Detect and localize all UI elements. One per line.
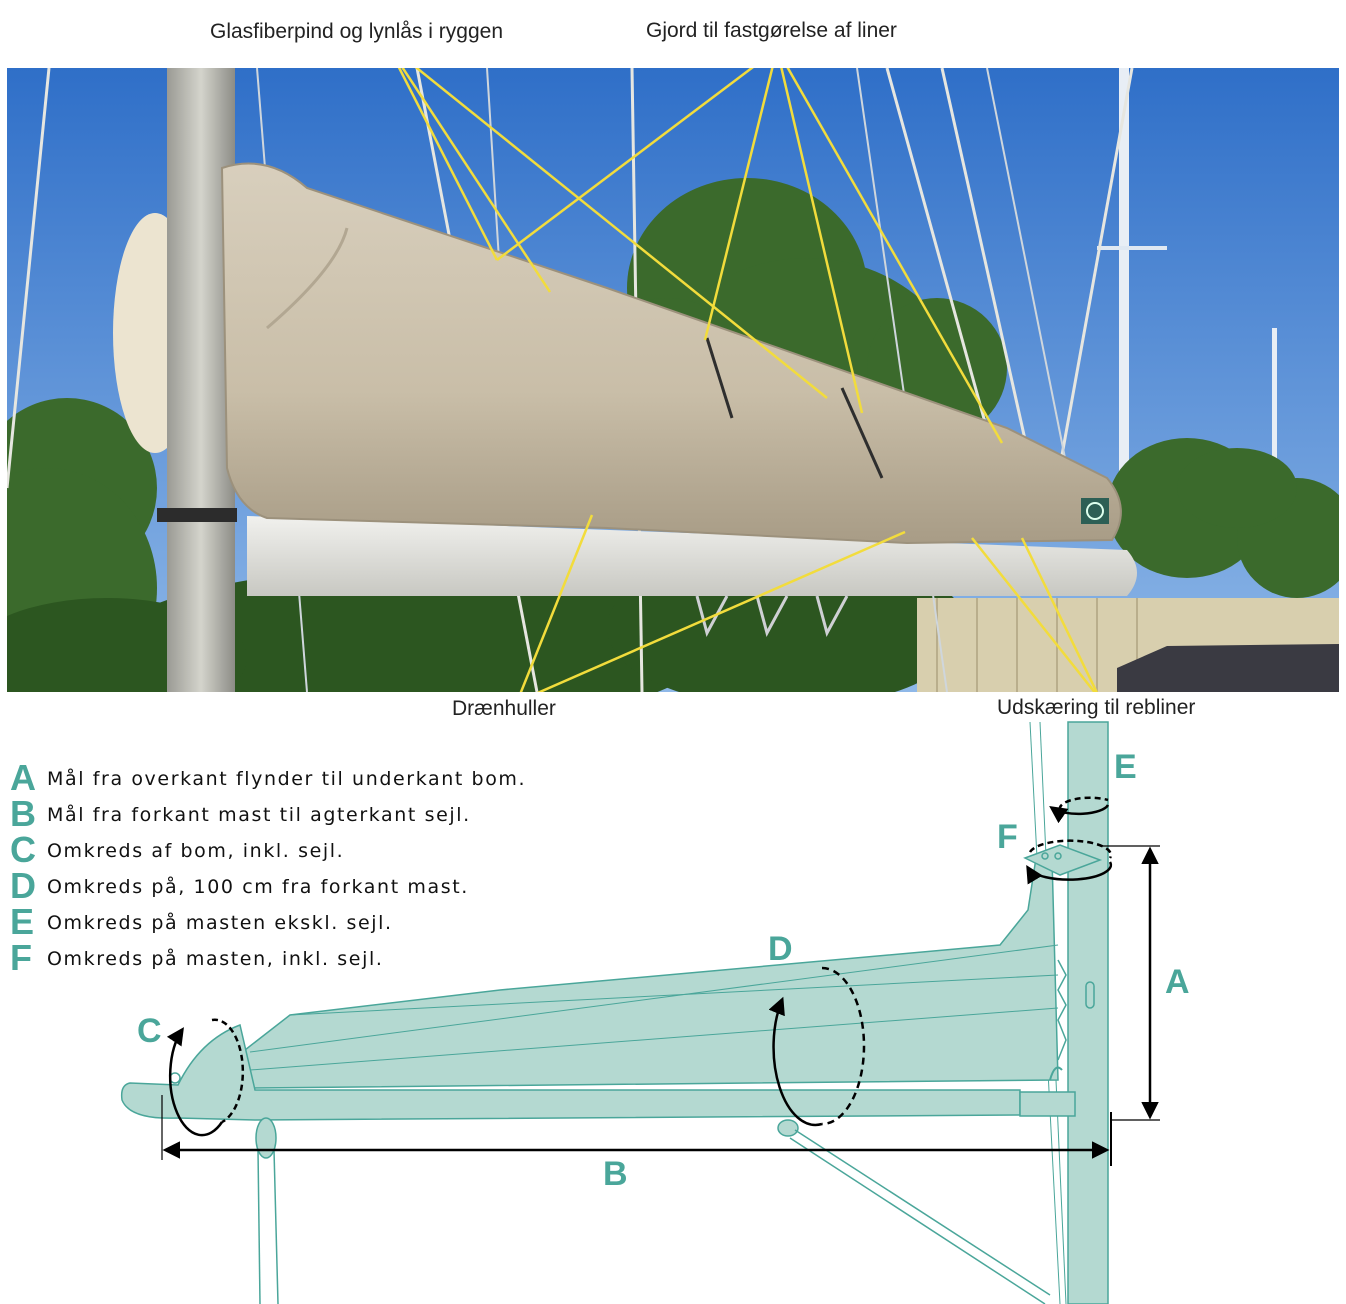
blocks-and-sheets [255,1117,1051,1304]
circumference-arrow-c [166,1018,245,1137]
legend-text: Omkreds af bom, inkl. sejl. [47,840,345,862]
diagram-label-d: D [768,930,793,968]
sailcover-photo [7,68,1339,692]
legend-text: Omkreds på masten ekskl. sejl. [47,912,393,934]
diagram-label-f: F [997,818,1018,856]
legend-text: Mål fra overkant flynder til underkant b… [47,768,527,790]
sail-cover-shape [244,857,1067,1089]
legend-letter: E [10,901,35,942]
legend-letter: B [10,793,36,834]
diagram-label-e: E [1114,748,1137,786]
callout-draenhuller: Drænhuller [452,697,556,720]
callout-glasfiberpind: Glasfiberpind og lynlås i ryggen [210,20,503,43]
mast-shape [1029,721,1109,1304]
circumference-arrow-d [768,966,866,1127]
circumference-arrow-e [1049,796,1110,824]
circumference-arrow-f [1026,839,1113,885]
dimension-b [161,1095,1112,1166]
diagram-label-b: B [603,1155,628,1193]
callout-gjord: Gjord til fastgørelse af liner [646,19,897,42]
diagram-label-c: C [137,1012,162,1050]
diagram-label-a: A [1165,963,1190,1001]
legend-letter: D [10,865,36,906]
legend-text: Omkreds på, 100 cm fra forkant mast. [47,876,469,898]
dimension-a [1100,845,1160,1121]
fitting-f-shape [1023,844,1103,876]
legend-letter: A [10,757,36,798]
boom-shape [120,1023,1076,1121]
callout-udskaering: Udskæring til rebliner [997,696,1196,719]
legend-text: Mål fra forkant mast til agterkant sejl. [47,804,471,826]
legend-text: Omkreds på masten, inkl. sejl. [47,948,384,970]
legend-letter: F [10,937,32,978]
legend-letter: C [10,829,36,870]
